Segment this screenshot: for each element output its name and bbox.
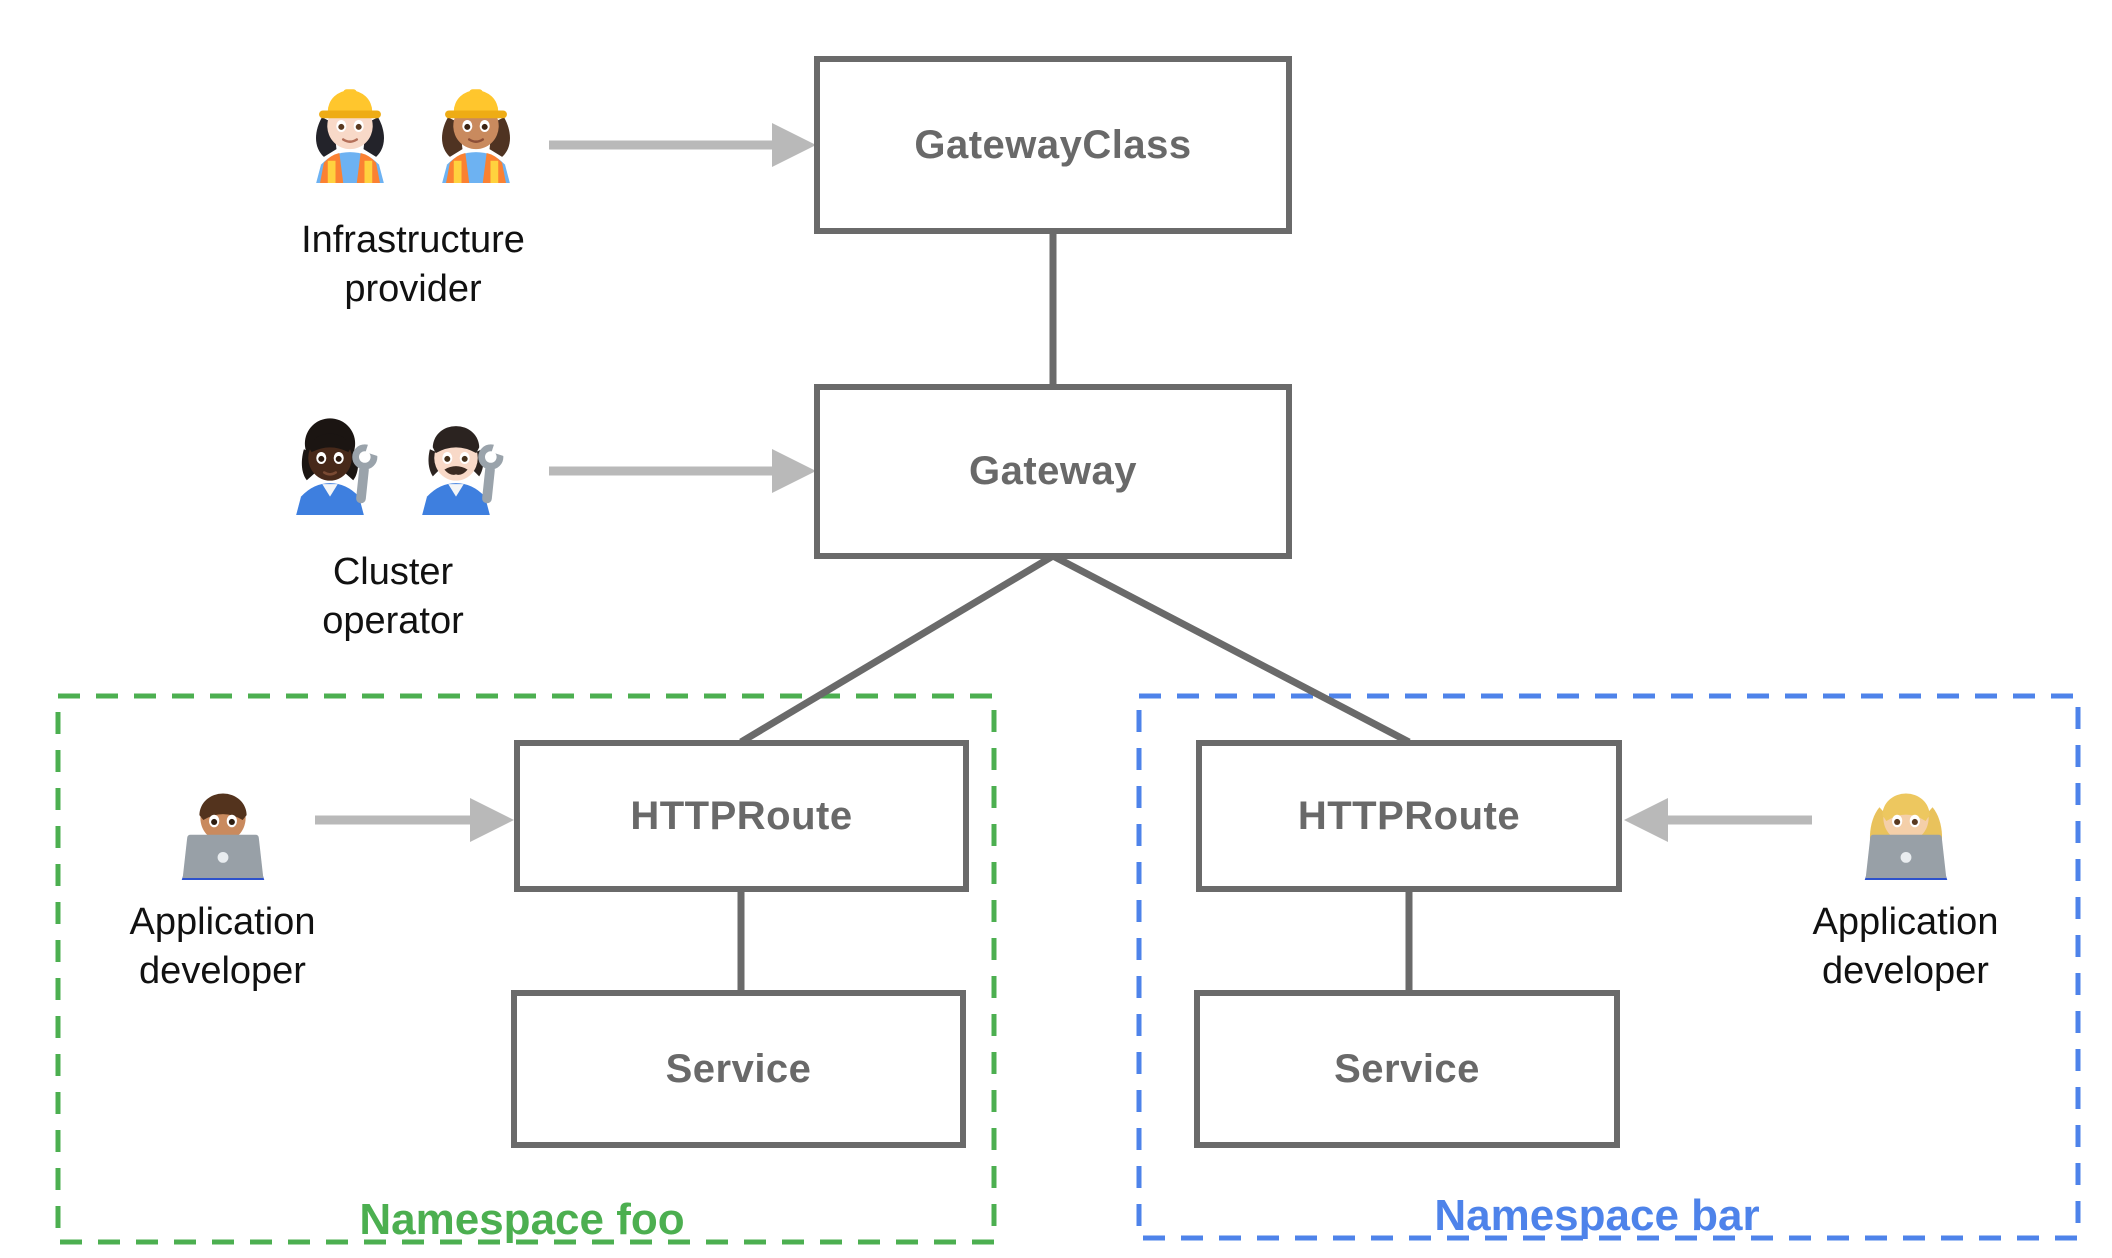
httproute-bar-label: HTTPRoute [1297,793,1521,838]
service-bar-box: Service [1194,990,1620,1148]
gatewayclass-box: GatewayClass [814,56,1292,234]
application-developer-bar-emojis [1847,758,1965,884]
application-developer-foo-emojis [164,758,282,884]
arrow-infrastructure-provider-to-gatewayclass [549,123,816,167]
httproute-foo-box: HTTPRoute [514,740,969,892]
gatewayclass-label: GatewayClass [914,122,1192,167]
cluster-operator-emojis [272,394,514,520]
wrench-icon [352,441,381,504]
namespace-foo-border [55,693,997,1245]
arrow-cluster-operator-to-gateway [549,449,816,493]
infrastructure-provider-label: Infrastructure provider [301,219,525,311]
persona-application-developer-bar: Application developer [1788,758,2023,997]
httproute-bar-box: HTTPRoute [1196,740,1622,892]
namespace-foo-label: Namespace foo [359,1195,685,1244]
gateway-label: Gateway [968,449,1138,493]
service-foo-label: Service [665,1046,812,1091]
namespace-bar-border [1136,693,2081,1241]
service-bar-label: Service [1334,1046,1480,1091]
service-foo-box: Service [511,990,966,1148]
application-developer-bar-label: Application developer [1812,901,1999,993]
arrow-app-developer-to-httproute-foo [315,798,514,842]
wrench-icon [478,441,507,504]
namespace-bar-label: Namespace bar [1434,1191,1760,1240]
man-technologist-emoji [181,793,264,880]
connector-gateway-httproute-bar [1051,552,1411,746]
woman-construction-worker-medium-emoji [442,89,510,183]
gateway-box: Gateway [814,384,1292,559]
infrastructure-provider-emojis [292,62,534,188]
cluster-operator-label: Cluster operator [322,551,464,643]
woman-construction-worker-light-emoji [316,89,384,183]
woman-technologist-emoji [1864,793,1947,880]
arrow-app-developer-to-httproute-bar [1624,798,1812,842]
persona-cluster-operator: Cluster operator [263,394,523,647]
mechanic-dark-skin-emoji [296,418,381,515]
httproute-foo-label: HTTPRoute [630,793,853,838]
application-developer-foo-label: Application developer [129,901,316,993]
persona-infrastructure-provider: Infrastructure provider [283,62,543,315]
man-mechanic-light-emoji [422,426,507,515]
persona-application-developer-foo: Application developer [105,758,340,997]
connector-gateway-httproute-foo [739,552,1055,746]
